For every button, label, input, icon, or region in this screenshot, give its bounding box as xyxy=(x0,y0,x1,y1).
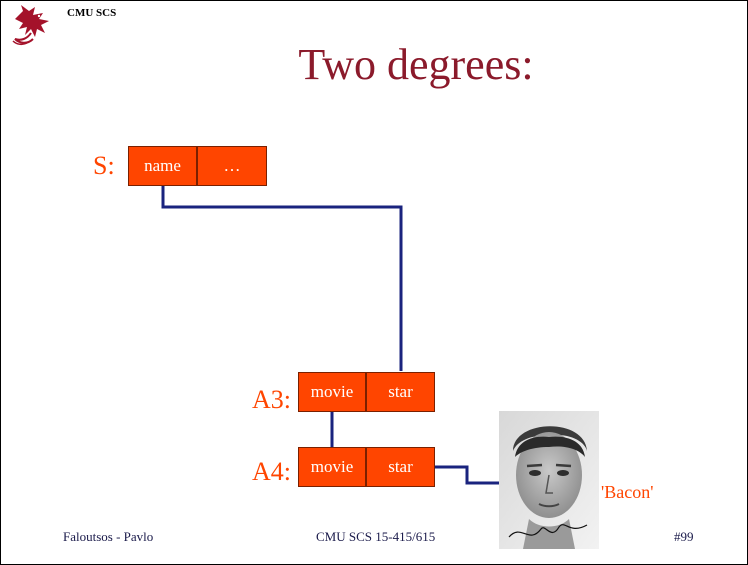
relation-a3: movie star xyxy=(298,372,435,412)
relation-label-s: S: xyxy=(93,151,115,180)
footer-authors: Faloutsos - Pavlo xyxy=(63,529,154,544)
footer-page-number: #99 xyxy=(674,529,694,544)
relation-label-a4: A4: xyxy=(252,457,291,486)
connector-a4-to-photo xyxy=(435,465,501,485)
cmu-scs-dragon-logo xyxy=(12,5,49,46)
relation-a4: movie star xyxy=(298,447,435,487)
photo-caption: 'Bacon' xyxy=(601,482,654,502)
relation-a4-cell-star: star xyxy=(366,447,435,487)
org-label: CMU SCS xyxy=(67,7,117,19)
connector-s-to-a3 xyxy=(161,185,403,371)
relation-a3-cell-movie: movie xyxy=(298,372,366,412)
slide-title: Two degrees: xyxy=(298,40,534,89)
portrait-photo xyxy=(499,411,599,549)
relation-s-cell-more: … xyxy=(197,146,267,186)
relation-s: name … xyxy=(128,146,267,186)
relation-a3-cell-star: star xyxy=(366,372,435,412)
footer-course: CMU SCS 15-415/615 xyxy=(316,529,436,544)
relation-label-a3: A3: xyxy=(252,385,291,414)
relation-a4-cell-movie: movie xyxy=(298,447,366,487)
relation-s-cell-name: name xyxy=(128,146,197,186)
